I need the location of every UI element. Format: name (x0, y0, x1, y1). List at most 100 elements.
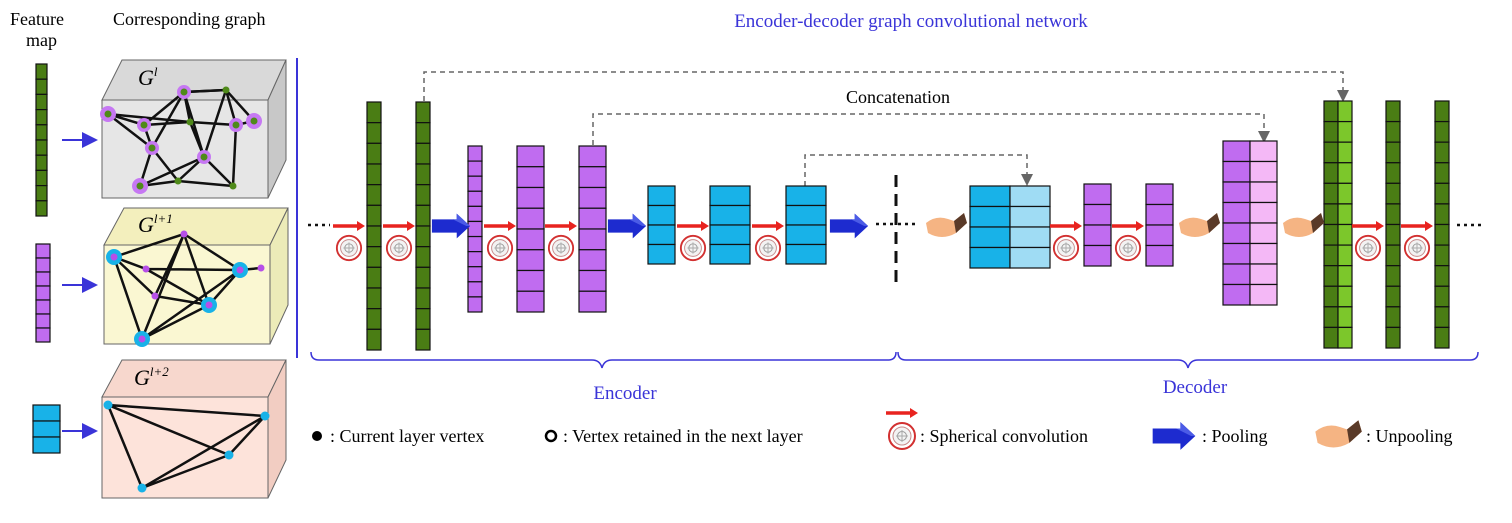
dec-green-layer-3-cell (1434, 162, 1450, 184)
enc-cyan-layer-2-cell (709, 204, 751, 226)
pool-op-1 (431, 213, 471, 239)
feature-map-purple-col-cell (35, 327, 51, 343)
pooling-icon (1152, 422, 1196, 450)
enc-cyan-layer-1 (647, 185, 676, 265)
enc-purple-layer-1-cell (467, 160, 483, 177)
feature-map-green-col-cell (35, 124, 48, 141)
dec-green-layer-1b-cell (1337, 244, 1353, 267)
dec-cyan-layer-a-cell (969, 205, 1011, 228)
spherical-conv-icon (679, 234, 707, 262)
graph-box-3: Gl+2 (101, 359, 287, 499)
enc-green-layer-2-cell (415, 204, 431, 227)
dec-green-layer-2-cell (1385, 120, 1401, 143)
enc-green-layer-1-cell (366, 204, 382, 227)
pool-op-3 (829, 213, 869, 239)
graph-label-gl1: Gl+1 (138, 211, 173, 237)
unpool-op-2 (1179, 213, 1220, 237)
enc-purple-layer-3-cell (578, 269, 607, 292)
enc-green-layer-1-cell (366, 287, 382, 310)
feature-map-green-col-cell (35, 200, 48, 217)
dec-purple-layer-1-cell (1083, 224, 1112, 247)
dec-green-layer-3-cell (1434, 203, 1450, 226)
enc-purple-layer-2-cell (516, 290, 545, 313)
enc-green-layer-1-cell (366, 101, 382, 124)
dec-green-layer-1b-cell (1337, 141, 1353, 164)
spherical-conv-icon (754, 234, 782, 262)
feature-map-green-col-cell (35, 93, 48, 111)
enc-green-layer-2-cell (415, 142, 431, 165)
conv-op-9 (1352, 221, 1384, 262)
dec-green-layer-1b-cell (1337, 223, 1353, 246)
dec-green-layer-1a-cell (1323, 244, 1339, 267)
encoder-brace (310, 351, 897, 369)
conv-op-6 (752, 221, 784, 262)
feature-map-purple-col-cell (35, 271, 51, 287)
enc-green-layer-2-cell (415, 184, 431, 206)
enc-purple-layer-2-cell (516, 207, 545, 230)
enc-cyan-layer-3-cell (785, 224, 827, 246)
enc-green-layer-1-cell (366, 328, 382, 351)
dec-purple-layer-3a-cell (1222, 181, 1251, 204)
dec-purple-layer-1-cell (1083, 244, 1112, 267)
dec-cyan-layer-a-cell (969, 246, 1011, 269)
dec-green-layer-1b-cell (1337, 162, 1353, 184)
enc-green-layer-2-cell (415, 101, 431, 124)
dec-purple-layer-3b-cell (1249, 140, 1278, 163)
spherical-conv-icon (1052, 234, 1080, 262)
feature-map-green (35, 63, 48, 217)
feature-map-cyan-col (32, 404, 61, 454)
current-vertex-icon (312, 431, 322, 441)
enc-cyan-layer-1-cell (647, 243, 676, 265)
red-arrow-head (701, 221, 709, 231)
enc-purple-layer-3-cell (578, 145, 607, 168)
feature-map-purple-col-cell (35, 257, 51, 273)
feature-map-green-col-cell (35, 63, 48, 80)
graph-box-1: Gl (100, 59, 287, 199)
skip-connections (423, 71, 1349, 186)
enc-green-layer-1-cell (366, 266, 382, 289)
dec-cyan-layer-a-cell (969, 185, 1011, 208)
dec-purple-layer-2-cell (1145, 244, 1174, 267)
dec-green-layer-2-cell (1385, 265, 1401, 287)
feature-map-cyan-col-cell (32, 420, 61, 438)
enc-green-layer-2-cell (415, 163, 431, 186)
unpool-op-1 (926, 213, 967, 237)
unpooling-icon (1315, 420, 1362, 448)
dec-green-layer-1a-cell (1323, 265, 1339, 287)
decoder-label: Decoder (1163, 377, 1228, 398)
enc-purple-layer-3-cell (578, 290, 607, 313)
dec-green-layer-1a-cell (1323, 162, 1339, 184)
enc-purple-layer-2-cell (516, 186, 545, 209)
enc-purple-layer-3-cell (578, 166, 607, 189)
feature-map-green-col-cell (35, 169, 48, 187)
legend: : Current layer vertex : Vertex retained… (312, 408, 1453, 450)
enc-green-layer-2-cell (415, 225, 431, 248)
enc-cyan-layer-2-cell (709, 185, 751, 207)
dec-green-layer-2-cell (1385, 162, 1401, 184)
enc-purple-layer-1-cell (467, 145, 483, 162)
enc-purple-layer-2-cell (516, 145, 545, 168)
dec-green-layer-1b-cell (1337, 265, 1353, 287)
dec-green-layer-3-cell (1434, 326, 1450, 349)
dec-green-layer-1a (1323, 100, 1339, 349)
enc-cyan-layer-2-cell (709, 224, 751, 246)
enc-purple-layer-2-cell (516, 269, 545, 292)
graph-label-gl: Gl (138, 64, 158, 90)
conv-op-7 (1050, 221, 1082, 262)
dec-purple-layer-3b-cell (1249, 222, 1278, 245)
enc-cyan-layer-1-cell (647, 204, 676, 226)
enc-purple-layer-3-cell (578, 207, 607, 230)
dec-green-layer-3 (1434, 100, 1450, 349)
encoder-label: Encoder (593, 383, 657, 404)
dec-green-layer-2-cell (1385, 182, 1401, 205)
dec-green-layer-1a-cell (1323, 182, 1339, 205)
dec-green-layer-1b-cell (1337, 285, 1353, 308)
enc-green-layer-1-cell (366, 225, 382, 248)
dec-purple-layer-3b-cell (1249, 242, 1278, 265)
dec-green-layer-3-cell (1434, 223, 1450, 246)
enc-green-layer-1-cell (366, 308, 382, 330)
enc-green-layer-1-cell (366, 184, 382, 206)
dec-cyan-layer-a-cell (969, 226, 1011, 249)
spherical-conv-icon (1114, 234, 1142, 262)
